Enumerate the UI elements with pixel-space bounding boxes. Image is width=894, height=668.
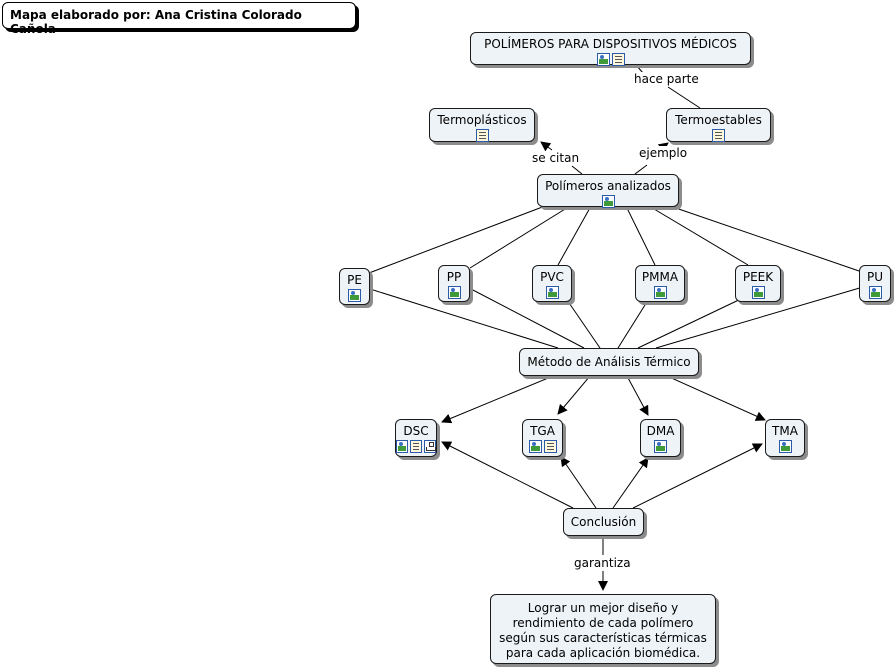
image-icon[interactable] <box>396 440 408 453</box>
edge-pu-metodo <box>655 286 864 349</box>
node-icons <box>471 53 750 66</box>
document-icon[interactable] <box>611 53 625 66</box>
node-icons <box>396 440 436 453</box>
concept-label: PE <box>347 273 362 287</box>
node-icons <box>667 129 770 142</box>
edge-secitan-termoplasticos <box>540 141 553 152</box>
concept-label: Lograr un mejor diseño y rendimiento de … <box>499 601 707 660</box>
concept-label: Termoestables <box>675 113 762 127</box>
node-icons <box>439 286 469 299</box>
edge-metodo-tma <box>666 375 766 421</box>
concept-root[interactable]: POLÍMEROS PARA DISPOSITIVOS MÉDICOS <box>470 32 751 66</box>
node-icons <box>340 289 369 302</box>
concept-tga[interactable]: TGA <box>522 419 563 457</box>
image-icon[interactable] <box>545 286 559 299</box>
image-icon[interactable] <box>601 195 615 208</box>
edge-polimeros-pmma <box>625 205 656 266</box>
concept-label: PU <box>866 270 884 284</box>
concept-label: Termoplásticos <box>437 113 527 127</box>
node-icons <box>523 440 562 453</box>
node-icons <box>533 286 571 299</box>
concept-polimeros-analizados[interactable]: Polímeros analizados <box>537 174 679 208</box>
node-icons <box>860 286 890 299</box>
image-icon[interactable] <box>654 440 667 453</box>
concept-label: PMMA <box>641 270 679 284</box>
concept-termoplasticos[interactable]: Termoplásticos <box>429 108 535 142</box>
concept-map-icon[interactable] <box>424 440 436 453</box>
edge-pp-metodo <box>470 288 585 349</box>
concept-resultado[interactable]: Lograr un mejor diseño y rendimiento de … <box>490 594 716 664</box>
edge-root-haceparte <box>635 64 644 74</box>
edge-pmma-metodo <box>617 296 651 349</box>
concept-label: PEEK <box>742 270 774 284</box>
concept-label: Conclusión <box>570 515 637 529</box>
concept-dma[interactable]: DMA <box>640 419 681 457</box>
concept-label: PP <box>446 270 462 284</box>
document-icon[interactable] <box>410 440 422 453</box>
node-icons <box>636 286 684 299</box>
document-icon[interactable] <box>712 129 725 142</box>
edge-polimeros-ejemplo <box>634 164 648 175</box>
node-icons <box>538 195 678 208</box>
edge-polimeros-secitan <box>571 165 583 175</box>
edge-polimeros-pp <box>469 205 571 269</box>
image-icon[interactable] <box>596 53 610 66</box>
link-label-se-citan: se citan <box>530 151 582 165</box>
concept-pvc[interactable]: PVC <box>532 265 572 302</box>
edge-metodo-dma <box>626 375 649 416</box>
concept-pmma[interactable]: PMMA <box>635 265 685 302</box>
edge-metodo-dsc <box>441 375 554 424</box>
concept-pe[interactable]: PE <box>339 268 370 305</box>
edge-conclusion-dsc <box>441 441 574 509</box>
concept-metodo-analisis-termico[interactable]: Método de Análisis Térmico <box>519 348 699 376</box>
concept-label: TGA <box>530 424 555 438</box>
concept-pu[interactable]: PU <box>859 265 891 302</box>
edge-pe-metodo <box>369 288 559 349</box>
edge-polimeros-pu <box>669 205 863 273</box>
edge-conclusion-tma <box>632 443 763 509</box>
document-icon[interactable] <box>475 129 489 142</box>
concept-peek[interactable]: PEEK <box>735 265 781 302</box>
concept-label: TMA <box>772 424 798 438</box>
edge-polimeros-peek <box>648 205 749 266</box>
concept-conclusion[interactable]: Conclusión <box>563 508 644 536</box>
node-icons <box>736 286 780 299</box>
concept-termoestables[interactable]: Termoestables <box>666 108 771 142</box>
image-icon[interactable] <box>653 286 667 299</box>
image-icon[interactable] <box>528 440 542 453</box>
concept-pp[interactable]: PP <box>438 265 470 302</box>
link-label-garantiza: garantiza <box>572 556 633 570</box>
image-icon[interactable] <box>778 440 792 453</box>
edge-conclusion-tga <box>560 456 597 509</box>
link-label-hace-parte: hace parte <box>632 72 701 86</box>
edge-polimeros-pvc <box>557 205 592 266</box>
image-icon[interactable] <box>447 286 461 299</box>
concept-label: Polímeros analizados <box>545 179 671 193</box>
concept-tma[interactable]: TMA <box>765 419 805 457</box>
author-credit: Mapa elaborado por: Ana Cristina Colorad… <box>2 2 356 36</box>
concept-label: DSC <box>403 424 429 438</box>
edge-pvc-metodo <box>564 296 601 349</box>
concept-dsc[interactable]: DSC <box>395 419 437 457</box>
link-label-ejemplo: ejemplo <box>637 146 690 160</box>
edge-haceparte-termoestables <box>667 86 701 109</box>
edge-conclusion-dma <box>612 457 649 509</box>
concept-label: PVC <box>540 270 564 284</box>
image-icon[interactable] <box>348 289 361 302</box>
concept-label: Método de Análisis Térmico <box>527 355 691 369</box>
image-icon[interactable] <box>868 286 882 299</box>
edge-metodo-tga <box>557 375 591 415</box>
concept-label: POLÍMEROS PARA DISPOSITIVOS MÉDICOS <box>484 37 737 51</box>
document-icon[interactable] <box>543 440 557 453</box>
node-icons <box>766 440 804 453</box>
image-icon[interactable] <box>751 286 765 299</box>
edge-peek-metodo <box>637 296 746 349</box>
node-icons <box>641 440 680 453</box>
concept-label: DMA <box>646 424 675 438</box>
node-icons <box>430 129 534 142</box>
edge-polimeros-pe <box>368 205 546 274</box>
